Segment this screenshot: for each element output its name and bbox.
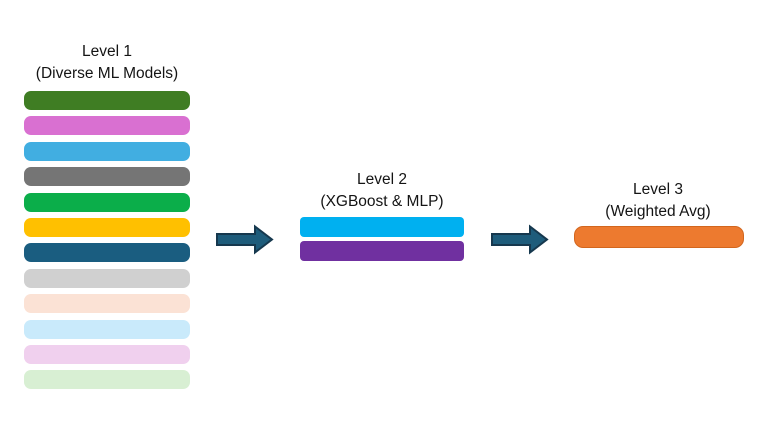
level2-title: Level 2 (XGBoost & MLP) [300,169,464,213]
level2-group: Level 2 (XGBoost & MLP) [300,0,464,432]
level2-title-line1: Level 2 [357,171,407,188]
level1-model-bar-11 [24,344,190,364]
level3-weighted-avg-bar [574,226,744,248]
level1-bars [24,91,190,390]
level1-title: Level 1 (Diverse ML Models) [24,41,190,85]
level3-title-line2: (Weighted Avg) [605,203,711,220]
level3-bars [574,226,744,248]
level1-group: Level 1 (Diverse ML Models) [24,0,190,432]
level1-title-line2: (Diverse ML Models) [35,65,179,82]
level1-model-bar-7 [24,243,190,263]
right-arrow-icon-1 [216,224,274,255]
level1-model-bar-2 [24,116,190,136]
level2-xgboost-bar [300,217,464,237]
level1-model-bar-12 [24,370,190,390]
right-arrow-shape-2 [491,224,549,255]
level1-model-bar-6 [24,217,190,237]
level1-model-bar-9 [24,294,190,314]
level1-title-line1: Level 1 [82,43,132,60]
level1-model-bar-10 [24,319,190,339]
right-arrow-shape-1 [216,224,274,255]
right-arrow-icon-2 [491,224,549,255]
level3-title-line1: Level 3 [633,181,683,198]
level3-group: Level 3 (Weighted Avg) [574,0,744,432]
level1-model-bar-3 [24,141,190,161]
level1-model-bar-1 [24,91,190,110]
level2-mlp-bar [300,241,464,261]
level2-bars [300,217,464,261]
level1-model-bar-8 [24,268,190,288]
level2-title-line2: (XGBoost & MLP) [320,193,444,210]
level1-model-bar-5 [24,192,190,212]
level1-model-bar-4 [24,167,190,187]
level3-title: Level 3 (Weighted Avg) [574,179,742,223]
